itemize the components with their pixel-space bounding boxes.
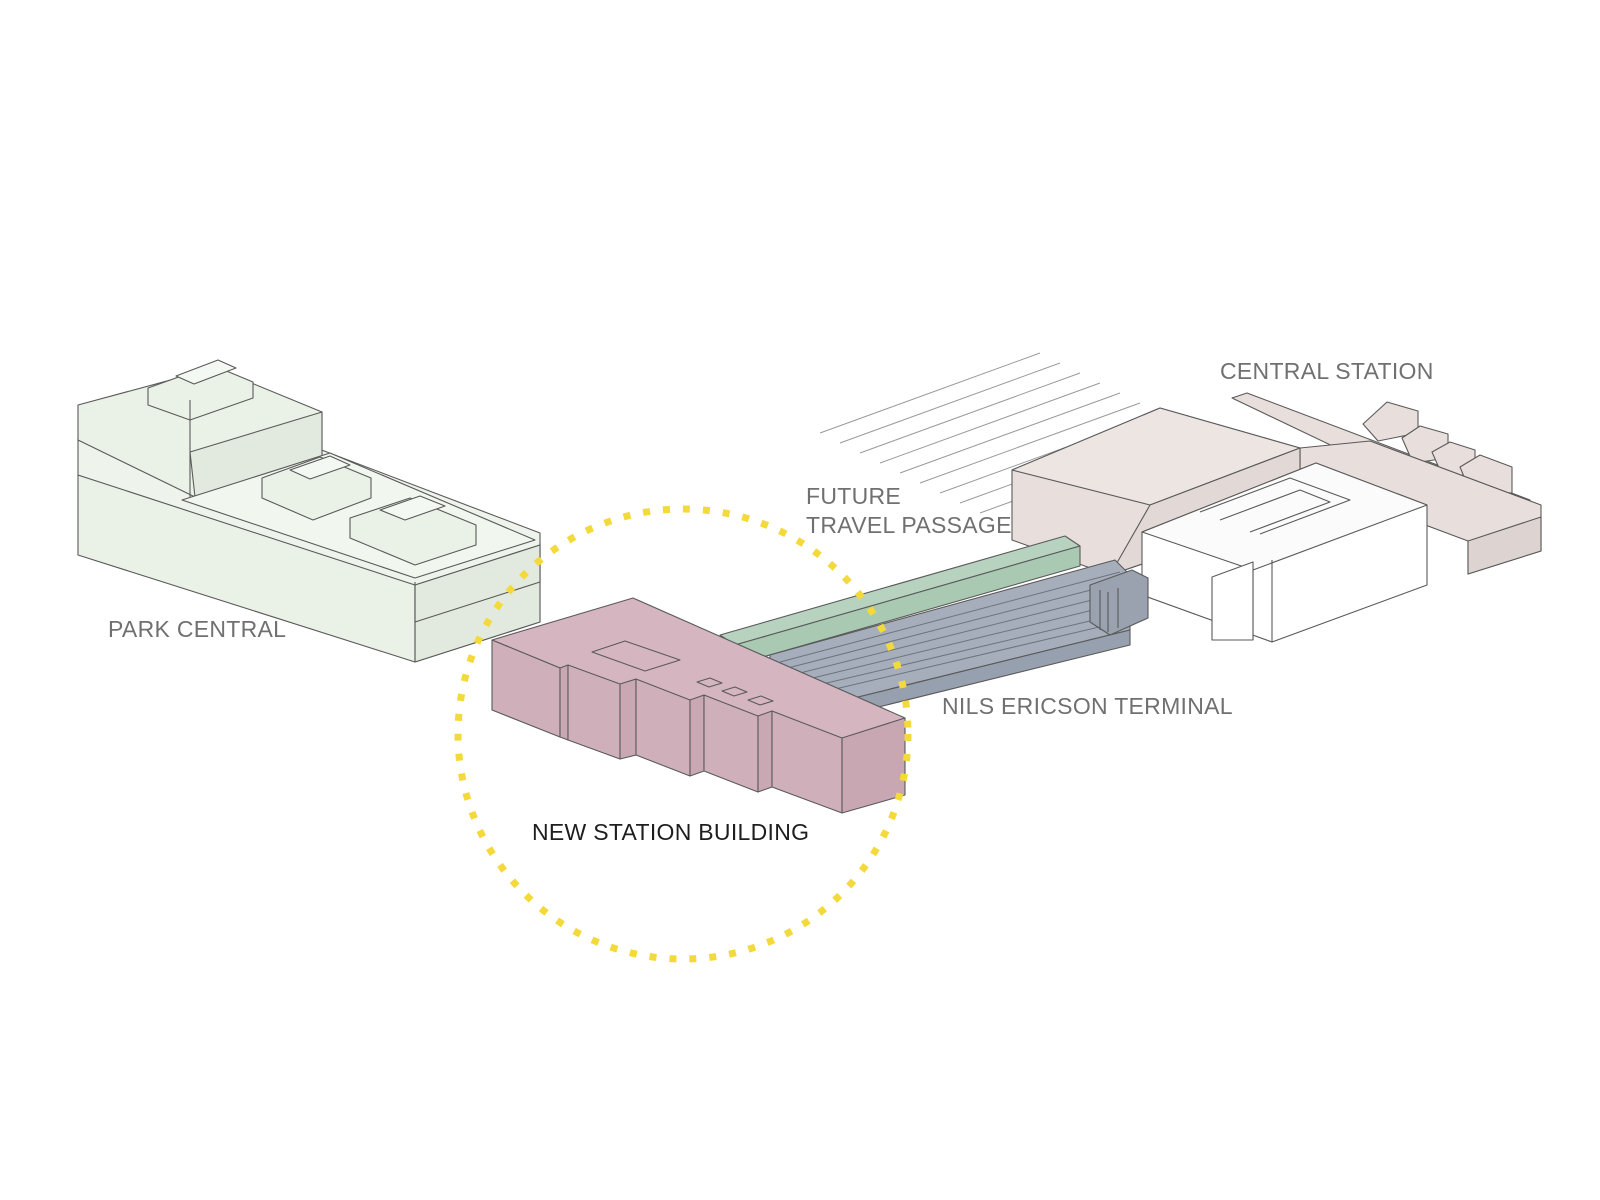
park-central-label: PARK CENTRAL [108, 616, 287, 642]
nils-ericson-terminal-label: NILS ERICSON TERMINAL [942, 693, 1233, 719]
park-central-building [77, 359, 541, 663]
future-travel-passage-label: FUTURE TRAVEL PASSAGE [806, 482, 1012, 540]
highlight-circle [454, 505, 912, 963]
future-travel-passage-label-line2: TRAVEL PASSAGE [806, 512, 1012, 538]
white-office-block [1141, 462, 1428, 643]
new-station-building-label: NEW STATION BUILDING [532, 819, 810, 845]
new-station-building [491, 597, 906, 814]
central-station-label: CENTRAL STATION [1220, 358, 1434, 384]
future-travel-passage-label-line1: FUTURE [806, 483, 902, 509]
